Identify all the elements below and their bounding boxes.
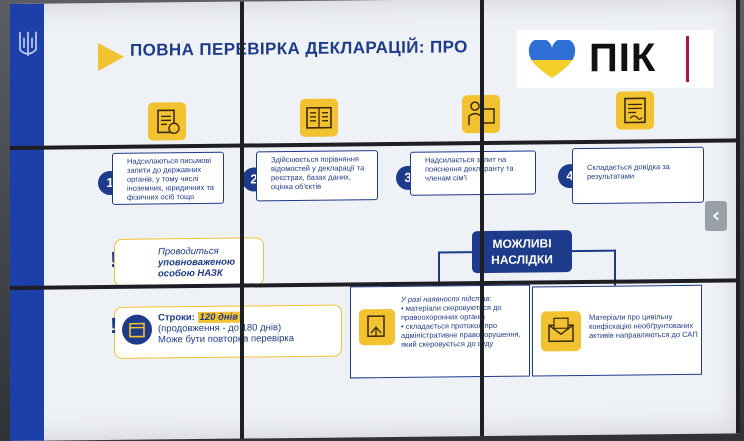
consequences-box: МОЖЛИВІ НАСЛІДКИ: [472, 230, 572, 274]
slide-title: ПОВНА ПЕРЕВІРКА ДЕКЛАРАЦІЙ: ПРО: [130, 37, 468, 60]
step-description: Здійснюється порівняння відомостей у дек…: [256, 150, 378, 202]
result-left-item: • складається протокол про адміністратив…: [401, 320, 521, 349]
terms-repeat: Може бути повторна перевірка: [158, 333, 295, 346]
calendar-clock-icon: [122, 314, 152, 345]
step-description: Надсилаються письмові запити до державни…: [112, 151, 224, 205]
signed-report-icon: [616, 91, 654, 130]
consequences-title: МОЖЛИВІ: [492, 236, 552, 251]
result-left-item: • матеріали скеровуються до правоохоронн…: [401, 302, 502, 322]
step-description: Складається довідка за результатами: [572, 146, 704, 205]
result-right-text: Матеріали про цивільну конфіскацію необґ…: [589, 312, 698, 340]
result-box-law-enforcement: У разі наявності підстав: • матеріали ск…: [350, 284, 530, 379]
panel-bezel: [736, 0, 740, 434]
chevron-left-icon[interactable]: ‹: [705, 201, 727, 231]
trident-icon: [19, 31, 37, 56]
officer-line-bold: уповноваженою: [158, 256, 236, 269]
pik-logo: ПІК: [517, 30, 713, 88]
logo-text: ПІК: [589, 36, 657, 80]
panel-bezel: [240, 1, 244, 439]
video-wall: ПОВНА ПЕРЕВІРКА ДЕКЛАРАЦІЙ: ПРО 1 Надсил…: [10, 0, 740, 441]
open-book-icon: [300, 98, 338, 137]
document-check-icon: [148, 102, 186, 141]
envelope-document-icon: [541, 311, 581, 352]
result-box-confiscation: Матеріали про цивільну конфіскацію необґ…: [532, 284, 702, 377]
heart-flag-icon: [528, 40, 576, 78]
panel-bezel: [480, 0, 484, 437]
connector-line: [570, 249, 616, 253]
exclamation-icon: !: [110, 312, 118, 338]
title-arrow-icon: [98, 42, 124, 72]
connector-line: [438, 251, 474, 254]
terms-label: Строки:: [158, 312, 195, 324]
terms-text: Строки: 120 днів (продовження - до 180 д…: [158, 311, 344, 346]
consequences-title: НАСЛІДКИ: [491, 252, 553, 267]
connector-line: [438, 251, 440, 286]
result-left-text: У разі наявності підстав: • матеріали ск…: [401, 294, 527, 349]
officer-line-bold: особою НАЗК: [158, 267, 223, 280]
logo-accent-bar: [686, 36, 689, 82]
officer-callout-text: Проводиться уповноваженою особою НАЗК: [158, 245, 266, 280]
slide-left-band: [10, 3, 44, 441]
terms-days: 120 днів: [197, 311, 241, 324]
step-description: Надсилається запит на пояснення декларан…: [410, 150, 536, 196]
scales-document-icon: [359, 308, 395, 346]
